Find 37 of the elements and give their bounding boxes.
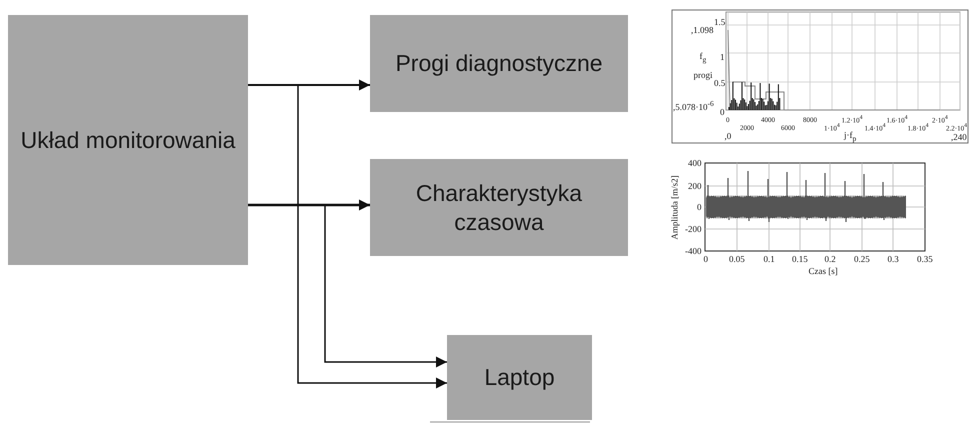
box-label: Progi diagnostyczne [395, 49, 603, 78]
tick-label: 1 [720, 52, 724, 62]
tick-label: 0.5 [714, 78, 726, 88]
tick-label: 0.1 [764, 254, 775, 264]
tick-label: 0 [720, 108, 724, 116]
axis-label: progi [694, 70, 712, 80]
tick-label: 0.15 [792, 254, 808, 264]
tick-label: -200 [685, 224, 702, 234]
arrow [248, 200, 370, 210]
tick-label: -400 [685, 246, 702, 256]
tick-label: 0.2 [824, 254, 836, 264]
axis-value: ,0 [724, 132, 732, 140]
axis-value: ,5.078·10$^{-6}$ [673, 100, 714, 112]
arrow [248, 204, 447, 368]
box-label: Laptop [484, 363, 555, 392]
box-label: Charakterystyka czasowa [414, 178, 584, 236]
tick-label: 400 [688, 158, 702, 168]
axis-label: Czas [s] [808, 266, 838, 276]
axis-value: ,240 [951, 132, 967, 142]
tick-label: 0 [697, 202, 702, 212]
tick-label: 0.05 [729, 254, 745, 264]
tick-label: 1.5 [714, 18, 726, 26]
tick-label: 0.3 [888, 254, 899, 264]
axis-label: Amplituda [m/s2] [670, 174, 680, 240]
tick-label: 0 [704, 254, 708, 264]
axis-label: j·f$_{p}$ [844, 130, 856, 142]
tick-label: 200 [688, 182, 702, 190]
process-box [447, 335, 592, 420]
process-box [370, 159, 628, 256]
tick-label: 0.25 [854, 254, 870, 264]
axis-value: ,1.098 [691, 26, 714, 34]
process-box [370, 15, 628, 112]
box-label: Układ monitorowania [20, 126, 236, 154]
tick-label: 0.35 [917, 254, 933, 264]
axis-label: f$_{g}$ [700, 52, 706, 63]
arrow [248, 80, 370, 90]
process-box [8, 15, 248, 265]
